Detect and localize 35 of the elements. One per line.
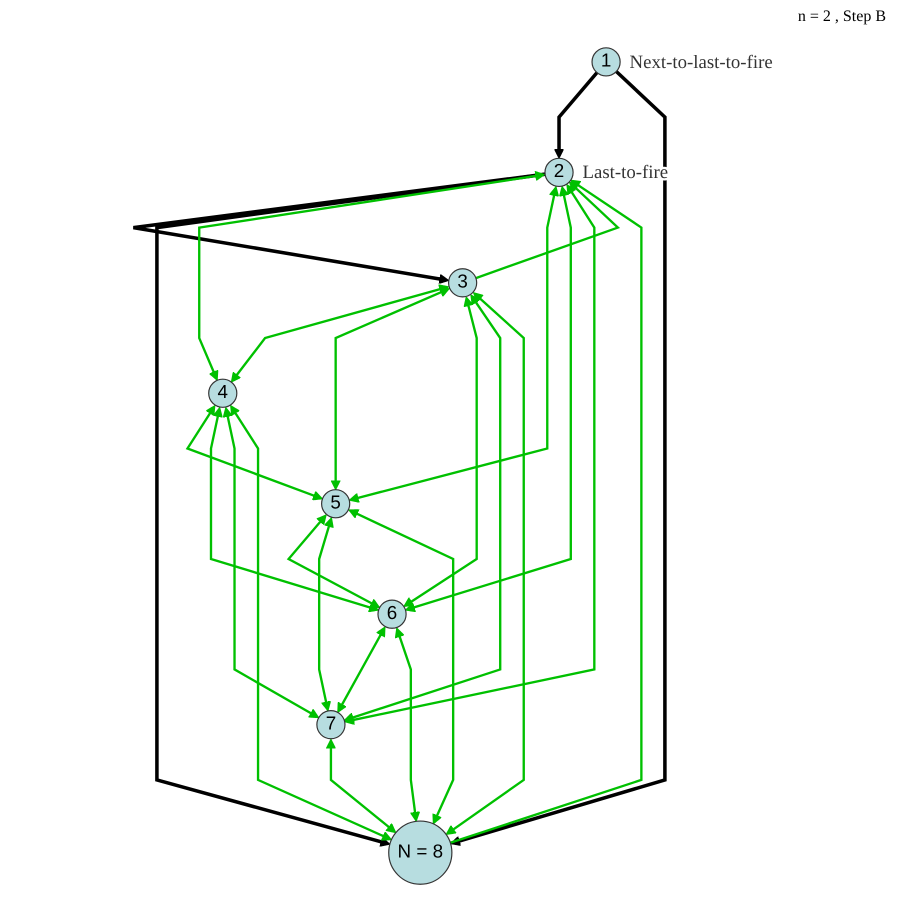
arrow	[554, 71, 598, 159]
arrow	[405, 186, 572, 612]
node-circle: 6	[377, 600, 407, 629]
node-circle: 7	[316, 710, 346, 740]
arrow	[326, 738, 396, 834]
node-circle: 3	[448, 268, 478, 298]
arrow	[210, 407, 380, 612]
arrow	[230, 405, 392, 841]
arrow	[337, 626, 386, 713]
arrow	[344, 294, 502, 722]
arrow	[230, 284, 450, 383]
arrow	[186, 405, 323, 500]
node-caption: Next-to-last-to-fire	[630, 52, 773, 73]
node-circle: 4	[208, 378, 238, 408]
arrow	[403, 296, 478, 607]
node-circle: N = 8	[388, 820, 452, 885]
diagram-title: n = 2 , Step B	[798, 8, 886, 26]
arrow	[318, 517, 334, 712]
node-circle: 5	[321, 489, 350, 518]
arrow	[348, 186, 560, 503]
arrow	[222, 407, 320, 718]
arrow	[155, 172, 546, 847]
arrow	[348, 509, 454, 824]
node-circle: 1	[591, 47, 621, 77]
arrow	[475, 182, 620, 280]
arrow	[446, 292, 525, 835]
arrow	[394, 628, 420, 822]
node-circle: 2	[544, 158, 574, 187]
arrow	[132, 172, 546, 284]
arrow	[344, 184, 596, 725]
arrow	[450, 180, 643, 844]
arrow	[286, 514, 380, 608]
arrow	[450, 70, 667, 846]
arrow	[198, 170, 546, 381]
arrow	[330, 288, 450, 490]
